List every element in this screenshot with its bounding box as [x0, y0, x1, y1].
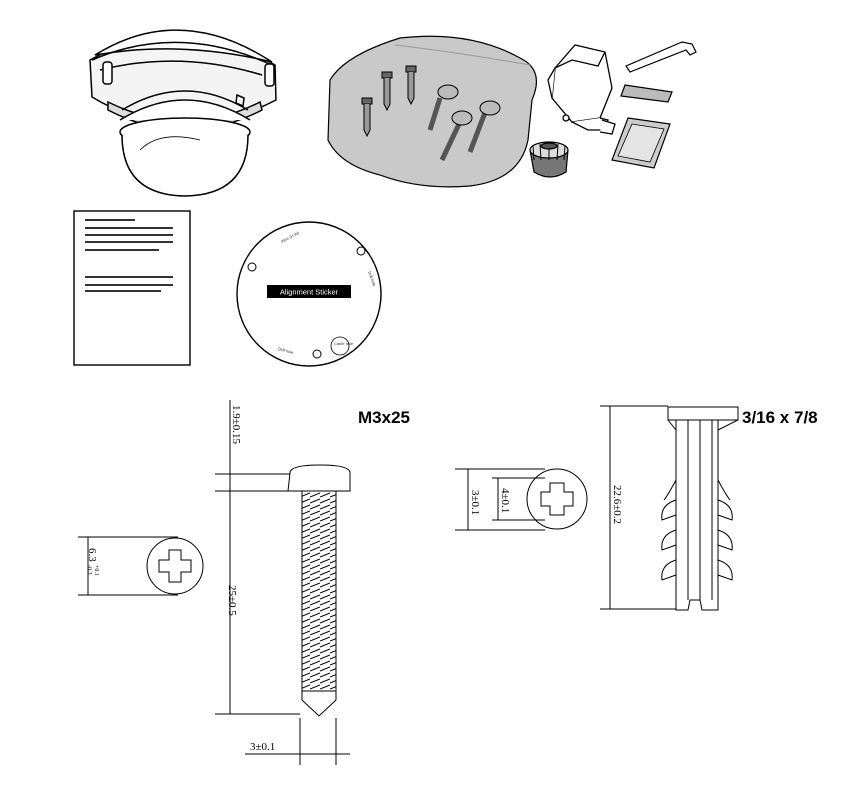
hex-key-icon — [625, 41, 697, 73]
dome-camera-icon — [89, 29, 277, 197]
manual-icon — [73, 210, 191, 366]
screw-head-tol-lower: -0.3 — [86, 565, 92, 575]
anchor-inner-1-dim: 3±0.1 — [469, 490, 481, 515]
sticker-cable-mark: Cable hole — [334, 341, 354, 346]
anchor-inner-2-dim: 4±0.1 — [499, 488, 511, 513]
alignment-sticker-icon: Alignment Sticker Wire (H.W) Drill hole … — [236, 221, 382, 367]
desiccant-icon — [611, 84, 673, 169]
screw-length-dim: 25±0.5 — [226, 585, 238, 616]
screw-head-tol-upper: +0.1 — [93, 565, 99, 576]
sticker-right-mark: Drill hole — [367, 271, 377, 288]
screw-drawing — [78, 400, 351, 765]
anchor-size-label: 3/16 x 7/8 — [742, 408, 818, 427]
screw-pack-icon — [327, 35, 538, 188]
cable-gland-icon — [529, 141, 569, 178]
screw-head-dia-value: 6.3 — [86, 548, 98, 562]
screw-head-dia-dim: 6.3 +0.1 -0.3 — [86, 548, 99, 576]
anchor-drawing — [455, 405, 739, 611]
screw-thread-dim: 3±0.1 — [250, 741, 275, 753]
anchor-length-dim: 22.6±0.2 — [611, 485, 623, 524]
bracket-icon — [547, 44, 616, 135]
screw-head-height-dim: 1.9±0.15 — [230, 405, 242, 445]
screw-size-label: M3x25 — [358, 408, 410, 427]
alignment-sticker-label: Alignment Sticker — [280, 288, 339, 297]
sticker-bottom-mark: Drill hole — [278, 346, 295, 355]
